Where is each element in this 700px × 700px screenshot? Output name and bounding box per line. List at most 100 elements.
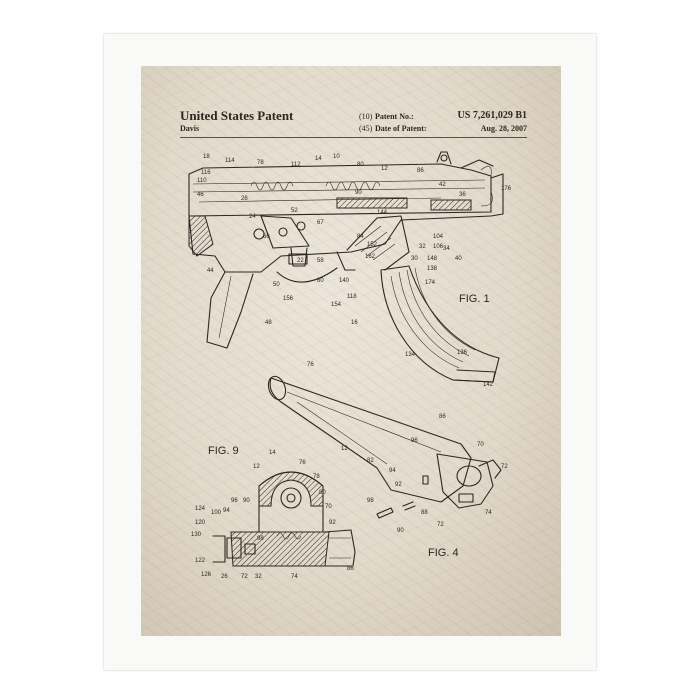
- patent-title: United States Patent: [180, 108, 294, 123]
- fig1-ref: 44: [207, 268, 214, 274]
- patent-no-value: US 7,261,029 B1: [457, 110, 527, 121]
- fig1-ref: 40: [455, 256, 462, 262]
- fig1-ref: 86: [417, 168, 424, 174]
- fig1-ref: 154: [331, 302, 342, 308]
- fig1-ref: 84: [357, 234, 364, 240]
- fig1-ref: 60: [317, 278, 324, 284]
- fig9-ref: 78: [313, 474, 320, 480]
- patent-drawing: FIG. 1 18 114 78 112 14 10 80 12 86 116 …: [188, 151, 512, 580]
- fig9-section-drawing: FIG. 9: [208, 445, 356, 567]
- fig4-reference-numerals: 76 86 12 96 70 82 94 72 92 98 88 90 72 7…: [307, 362, 508, 534]
- fig9-ref: 14: [269, 450, 276, 456]
- fig9-ref: 32: [255, 574, 262, 580]
- fig4-ref: 82: [367, 458, 374, 464]
- fig1-ref: 10: [333, 154, 340, 160]
- fig4-ref: 96: [411, 438, 418, 444]
- patent-no-code: (10): [359, 112, 373, 121]
- patent-no-label: Patent No.:: [375, 112, 414, 121]
- fig9-ref: 72: [241, 574, 248, 580]
- fig1-ref: 67: [317, 220, 324, 226]
- fig9-label: FIG. 9: [208, 445, 239, 457]
- fig9-ref: 100: [211, 510, 222, 516]
- fig9-ref: 96: [231, 498, 238, 504]
- fig1-rifle-drawing: FIG. 1: [188, 151, 504, 383]
- fig9-ref: 126: [201, 572, 212, 578]
- fig1-ref: 142: [483, 382, 494, 388]
- fig1-ref: 152: [367, 242, 378, 248]
- fig1-ref: 80: [357, 162, 364, 168]
- fig1-ref: 106: [433, 244, 444, 250]
- fig4-ref: 98: [367, 498, 374, 504]
- fig4-ref: 74: [485, 510, 492, 516]
- fig1-reference-numerals: 18 114 78 112 14 10 80 12 86 116 110 46 …: [197, 154, 512, 388]
- fig4-ref: 72: [437, 522, 444, 528]
- fig1-ref: 52: [291, 208, 298, 214]
- fig4-ref: 90: [397, 528, 404, 534]
- fig9-ref: 70: [325, 504, 332, 510]
- fig9-ref: 98: [257, 536, 264, 542]
- fig1-ref: 30: [411, 256, 418, 262]
- fig9-reference-numerals: 14 76 12 78 80 70 124 100 96 90 94 120 9…: [191, 450, 354, 580]
- fig4-ref: 92: [395, 482, 402, 488]
- header-rule: [180, 137, 527, 138]
- fig1-ref: 34: [443, 246, 450, 252]
- fig1-ref: 14: [315, 156, 322, 162]
- fig1-ref: 58: [317, 258, 324, 264]
- fig4-ref: 12: [341, 446, 348, 452]
- fig1-ref: 12: [381, 166, 388, 172]
- fig9-ref: 90: [243, 498, 250, 504]
- fig9-ref: 80: [319, 490, 326, 496]
- fig4-label: FIG. 4: [428, 547, 459, 559]
- fig1-label: FIG. 1: [459, 293, 490, 305]
- patent-date-value: Aug. 28, 2007: [480, 124, 527, 133]
- fig4-ref: 94: [389, 468, 396, 474]
- fig9-ref: 26: [221, 574, 228, 580]
- fig1-ref: 26: [241, 196, 248, 202]
- fig1-ref: 162: [365, 254, 376, 260]
- fig1-ref: 104: [433, 234, 444, 240]
- fig1-ref: 148: [427, 256, 438, 262]
- fig1-ref: 114: [225, 158, 235, 164]
- fig1-ref: 118: [347, 294, 357, 300]
- fig1-ref: 156: [283, 296, 294, 302]
- fig4-ref: 70: [477, 442, 484, 448]
- fig9-ref: 94: [223, 508, 230, 514]
- fig1-ref: 50: [273, 282, 280, 288]
- patent-inventor: Davis: [180, 124, 200, 133]
- fig1-ref: 46: [197, 192, 204, 198]
- fig4-ref: 76: [307, 362, 314, 368]
- fig1-ref: 78: [257, 160, 264, 166]
- fig9-ref: 12: [253, 464, 260, 470]
- fig1-ref: 134: [405, 352, 416, 358]
- fig1-ref: 136: [457, 350, 468, 356]
- fig4-ref: 86: [439, 414, 446, 420]
- fig9-ref: 120: [195, 520, 206, 526]
- fig9-ref: 130: [191, 532, 202, 538]
- fig1-ref: 174: [425, 280, 436, 286]
- fig1-ref: 176: [501, 186, 512, 192]
- fig1-ref: 24: [249, 214, 256, 220]
- fig1-ref: 36: [459, 192, 466, 198]
- patent-date-label: Date of Patent:: [375, 124, 427, 133]
- fig4-cover-drawing: FIG. 4: [267, 375, 502, 559]
- fig1-ref: 112: [291, 162, 301, 168]
- fig9-ref: 74: [291, 574, 298, 580]
- fig1-ref: 42: [439, 182, 446, 188]
- fig1-ref: 16: [351, 320, 358, 326]
- fig1-ref: 138: [427, 266, 438, 272]
- fig1-ref: 66: [263, 234, 270, 240]
- fig1-ref: 90: [355, 190, 362, 196]
- fig1-ref: 110: [197, 178, 207, 184]
- fig1-ref: 48: [265, 320, 272, 326]
- fig9-ref: 122: [195, 558, 206, 564]
- fig1-ref: 116: [201, 170, 211, 176]
- fig9-ref: 124: [195, 506, 206, 512]
- patent-date-code: (45): [359, 124, 373, 133]
- fig1-ref: 144: [377, 210, 388, 216]
- fig9-ref: 92: [329, 520, 336, 526]
- fig4-ref: 88: [421, 510, 428, 516]
- fig4-ref: 72: [501, 464, 508, 470]
- fig9-ref: 76: [299, 460, 306, 466]
- patent-print: United States Patent Davis (10) Patent N…: [141, 66, 561, 636]
- fig1-ref: 32: [419, 244, 426, 250]
